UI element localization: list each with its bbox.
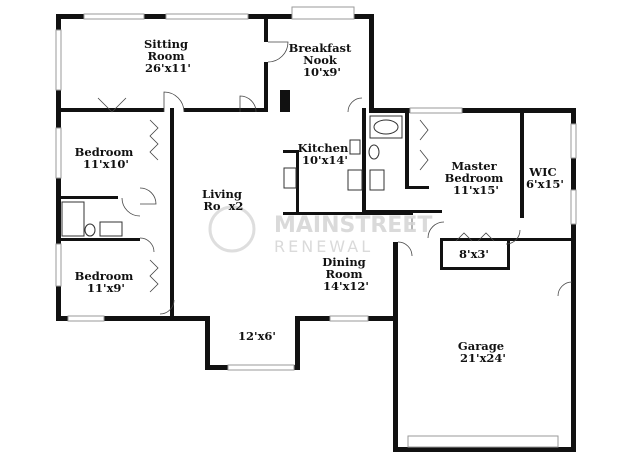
doors [97,41,573,315]
master-bedroom-label: Master Bedroom 11'x15' [445,159,508,197]
bedroom2-dims: 11'x9' [87,281,125,295]
breakfast-nook-dims: 10'x9' [303,65,341,79]
dining-room-name-1: Dining [322,255,365,269]
sitting-room-label: Sitting Room 26'x11' [144,37,192,75]
sitting-room-name-1: Sitting [144,37,188,51]
living-room-dims: x2 [229,199,244,213]
sitting-room-name-2: Room [147,49,184,63]
garage-name: Garage [458,339,504,353]
kitchen-dims: 10'x14' [302,153,348,167]
bedroom1-label: Bedroom 11'x10' [75,145,138,171]
living-room-name-2: Ro [203,199,221,213]
closet-dims: 8'x3' [459,247,489,261]
bedroom1-dims: 11'x10' [83,157,129,171]
living-room-label: Living Ro x2 [202,187,246,213]
dining-room-name-2: Room [325,267,362,281]
wic-name: WIC [528,165,556,179]
bedroom1-name: Bedroom [75,145,134,159]
master-bedroom-name-1: Master [451,159,497,173]
porch-label: 12'x6' [238,329,276,343]
watermark-line2: RENEWAL [274,237,373,256]
master-bedroom-dims: 11'x15' [453,183,499,197]
kitchen-label: Kitchen 10'x14' [298,141,353,167]
dining-room-dims: 14'x12' [323,279,369,293]
watermark-logo-icon [208,205,256,253]
kitchen-name: Kitchen [298,141,349,155]
sitting-room-dims: 26'x11' [145,61,191,75]
breakfast-nook-label: Breakfast Nook 10'x9' [289,41,356,79]
master-bedroom-name-2: Bedroom [445,171,504,185]
breakfast-nook-name-2: Nook [303,53,338,67]
bedroom2-label: Bedroom 11'x9' [75,269,138,295]
breakfast-nook-name-1: Breakfast [289,41,352,55]
bedroom2-name: Bedroom [75,269,134,283]
windows [55,6,577,448]
garage-label: Garage 21'x24' [458,339,508,365]
bath-fixtures [61,115,403,237]
closet-label: 8'x3' [459,247,489,261]
watermark: MAINSTREET RENEWAL [208,205,432,256]
watermark-line1: MAINSTREET [274,213,432,238]
room-labels: Sitting Room 26'x11' Breakfast Nook 10'x… [75,37,564,365]
wic-dims: 6'x15' [526,177,564,191]
garage-dims: 21'x24' [460,351,506,365]
living-room-name-1: Living [202,187,242,201]
porch-dims: 12'x6' [238,329,276,343]
kitchen-fixtures [283,139,363,191]
wic-label: WIC 6'x15' [526,165,564,191]
dining-room-label: Dining Room 14'x12' [322,255,370,293]
